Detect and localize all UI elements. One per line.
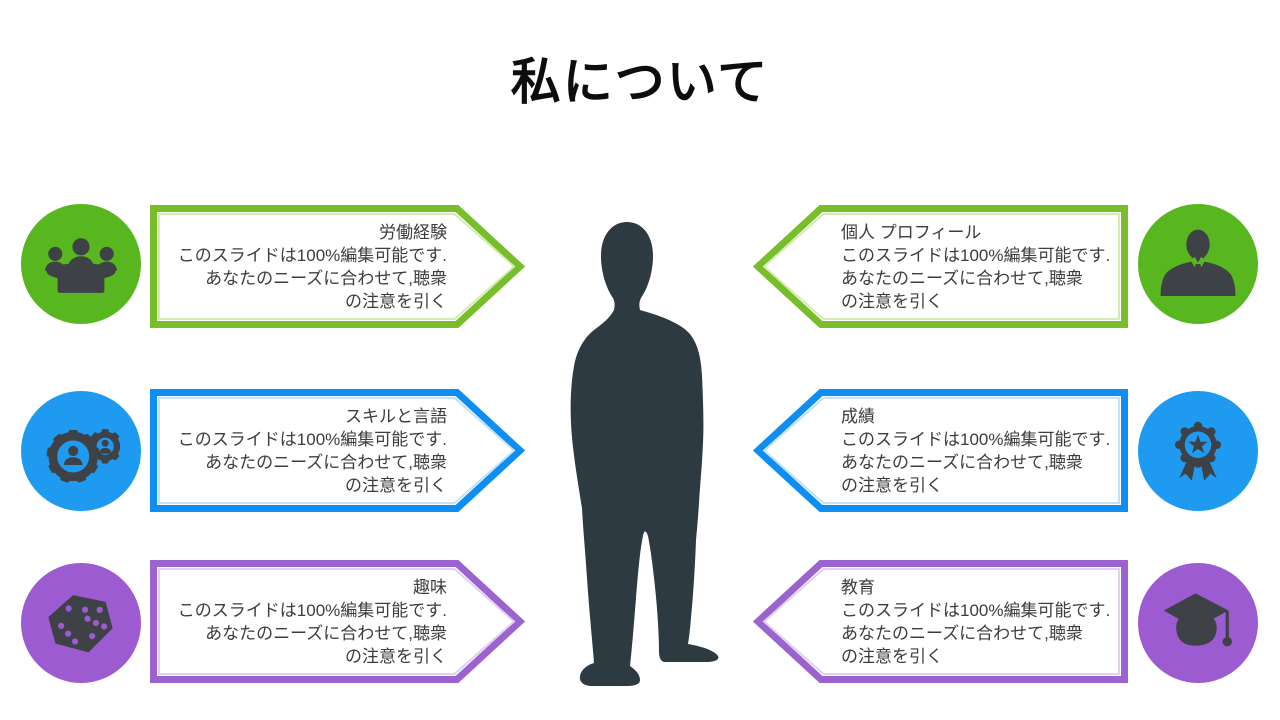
dice-icon (48, 595, 113, 653)
callout-body: このスライドは100%編集可能です. あなたのニーズに合わせて,聴衆 の注意を引… (177, 600, 447, 666)
graduation-cap-icon (1163, 593, 1232, 647)
callout-arrow-shape (753, 205, 1128, 328)
award-icon (1174, 421, 1222, 481)
skills-languages-badge (21, 391, 141, 511)
callout-title: スキルと言語 (345, 406, 447, 426)
callout-title: 労働経験 (379, 222, 447, 242)
work-experience-badge (21, 204, 141, 324)
gears-icon (46, 429, 120, 483)
businessman-silhouette (562, 218, 737, 688)
callout-title: 成績 (841, 406, 875, 426)
slide-title: 私について (510, 54, 770, 110)
businessman-icon (1160, 229, 1236, 296)
callout-body: このスライドは100%編集可能です. あなたのニーズに合わせて,聴衆 の注意を引… (177, 245, 447, 311)
callout-title: 趣味 (413, 577, 447, 597)
callout-body: このスライドは100%編集可能です. あなたのニーズに合わせて,聴衆 の注意を引… (841, 245, 1111, 311)
callout-arrow-shape (753, 389, 1128, 512)
businessman-silhouette-svg (570, 222, 719, 686)
hobbies-badge (21, 563, 141, 683)
callout-body: このスライドは100%編集可能です. あなたのニーズに合わせて,聴衆 の注意を引… (841, 429, 1111, 495)
callout-title: 教育 (841, 577, 875, 597)
callout-grades: 成績 このスライドは100%編集可能です. あなたのニーズに合わせて,聴衆 の注… (753, 389, 1128, 512)
callout-hobbies: 趣味 このスライドは100%編集可能です. あなたのニーズに合わせて,聴衆 の注… (150, 560, 525, 683)
callout-title: 個人 プロフィール (841, 222, 982, 242)
grades-badge (1138, 391, 1258, 511)
callout-skills-languages: スキルと言語 このスライドは100%編集可能です. あなたのニーズに合わせて,聴… (150, 389, 525, 512)
callout-arrow-shape (150, 389, 525, 512)
meeting-icon (45, 238, 117, 293)
callout-work-experience: 労働経験 このスライドは100%編集可能です. あなたのニーズに合わせて,聴衆 … (150, 205, 525, 328)
callout-personal-profile: 個人 プロフィール このスライドは100%編集可能です. あなたのニーズに合わせ… (753, 205, 1128, 328)
callout-body: このスライドは100%編集可能です. あなたのニーズに合わせて,聴衆 の注意を引… (841, 600, 1111, 666)
education-badge (1138, 563, 1258, 683)
callout-body: このスライドは100%編集可能です. あなたのニーズに合わせて,聴衆 の注意を引… (177, 429, 447, 495)
callout-arrow-shape (150, 205, 525, 328)
callout-arrow-shape (753, 560, 1128, 683)
personal-profile-badge (1138, 204, 1258, 324)
callout-education: 教育 このスライドは100%編集可能です. あなたのニーズに合わせて,聴衆 の注… (753, 560, 1128, 683)
callout-arrow-shape (150, 560, 525, 683)
